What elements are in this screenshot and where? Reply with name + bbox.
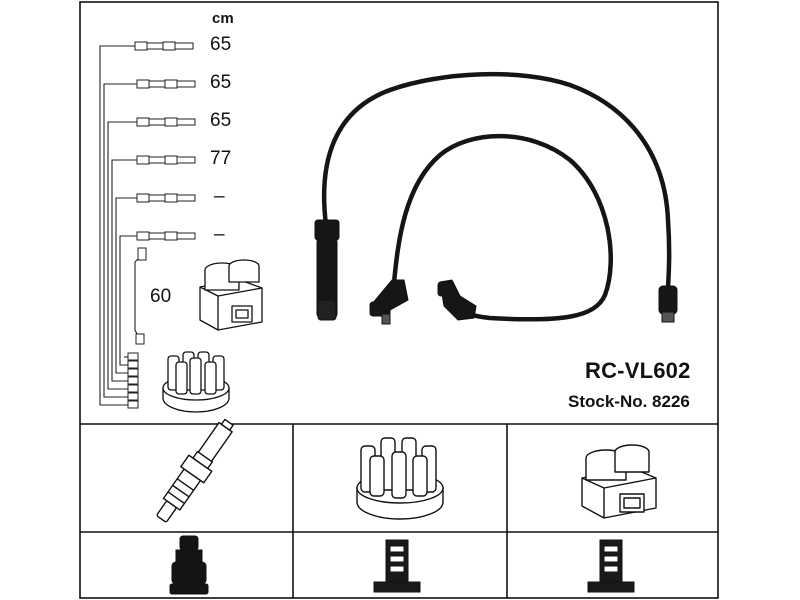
straight-boot (314, 219, 340, 241)
cable-boots (314, 219, 678, 325)
lead-length-4: 77 (210, 148, 232, 169)
ignition-coil-icon-small (199, 259, 263, 331)
lead-connector-3 (136, 117, 196, 127)
lead-length-6: – (214, 224, 225, 245)
plug-end-boot (658, 285, 678, 315)
cable-inner (391, 133, 613, 322)
wire-set-schematic (99, 45, 140, 406)
unit-label: cm (212, 10, 234, 27)
stock-number: Stock-No. 8226 (568, 392, 690, 411)
ignition-coil-icon (581, 444, 657, 519)
lead-connector-4 (136, 155, 196, 165)
lead-length-1: 65 (210, 34, 232, 55)
lead-connectors (127, 41, 196, 409)
bottom-terminals (127, 352, 139, 409)
cable-outer (321, 71, 672, 291)
distributor-cap-icon (356, 437, 444, 520)
lead-length-short: 60 (150, 286, 172, 307)
connector-terminal-icon-b (587, 539, 635, 593)
spark-plug-terminal-icon (169, 535, 209, 595)
product-model: RC-VL602 (585, 358, 691, 383)
lead-length-2: 65 (210, 72, 232, 93)
lead-length-5: – (214, 186, 225, 207)
lead-connector-1 (134, 41, 194, 51)
short-lead-connectors (135, 247, 147, 345)
lead-connector-5 (136, 193, 196, 203)
connector-terminal-icon-a (373, 539, 421, 593)
lead-connector-2 (136, 79, 196, 89)
frame (79, 1, 719, 599)
spark-plug-icon (156, 418, 234, 523)
ignition-cable-photo (321, 71, 672, 322)
lead-connector-6 (136, 231, 196, 241)
lead-length-3: 65 (210, 110, 232, 131)
distributor-cap-icon-small (162, 351, 230, 413)
